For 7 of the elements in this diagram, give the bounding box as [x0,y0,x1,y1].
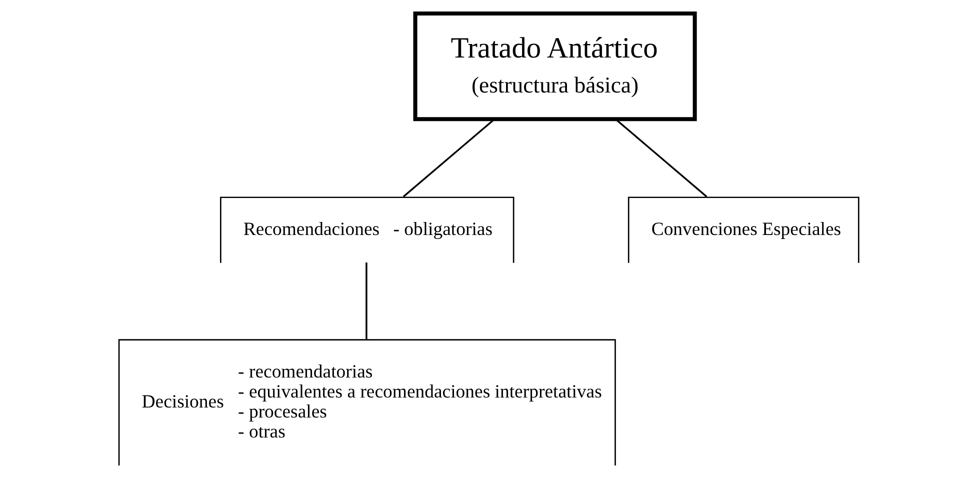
node-text: Recomendaciones - obligatorias [243,219,492,240]
connector [366,262,368,340]
connector [402,118,495,198]
node-box: Tratado Antártico (estructura básica) [413,11,697,122]
node-text: Convenciones Especiales [651,219,842,240]
node-text: Decisiones - recomendatorias - equivalentes a recomendaciones interpretativas - procesales - otras [142,362,602,443]
connector [615,118,708,198]
